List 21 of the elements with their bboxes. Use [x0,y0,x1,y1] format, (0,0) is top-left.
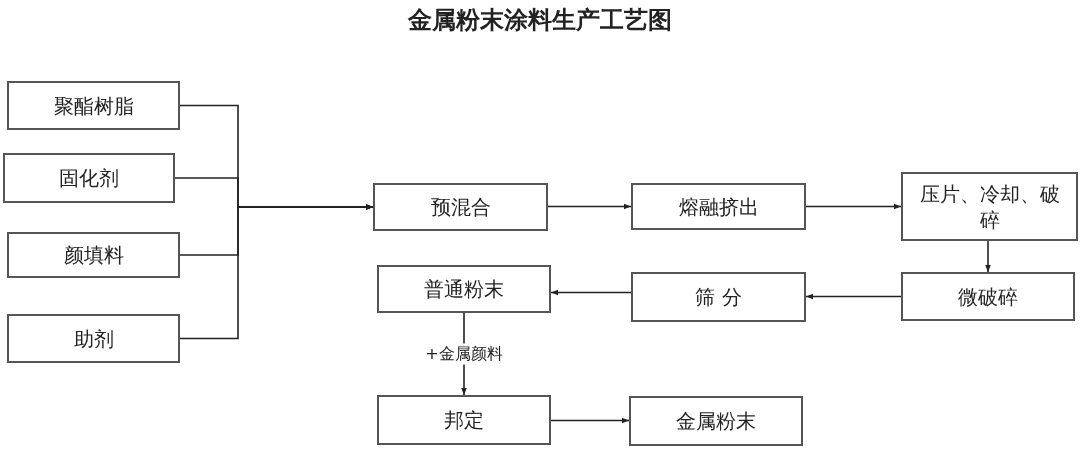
process-box: 聚酯树脂 [7,81,180,130]
process-box: 固化剂 [3,153,175,203]
arrow [805,203,902,210]
arrow [550,417,630,424]
diagram-title: 金属粉末涂料生产工艺图 [407,5,673,36]
process-box: 筛 分 [631,272,806,322]
arrow [985,240,991,273]
process-box: 熔融挤出 [631,183,806,230]
process-box: 微破碎 [901,272,1075,321]
arrow [547,203,632,210]
process-box: 金属粉末 [629,396,803,446]
process-box: 颜填料 [7,232,180,278]
arrow [805,293,902,300]
edge-label: +金属颜料 [424,343,504,365]
process-box: 预混合 [373,183,548,231]
process-box: 压片、冷却、破碎 [901,172,1078,241]
process-box: 普通粉末 [377,265,551,313]
process-box: 邦定 [377,395,551,445]
arrow [550,289,632,296]
process-box: 助剂 [7,314,180,363]
arrow [179,204,374,340]
